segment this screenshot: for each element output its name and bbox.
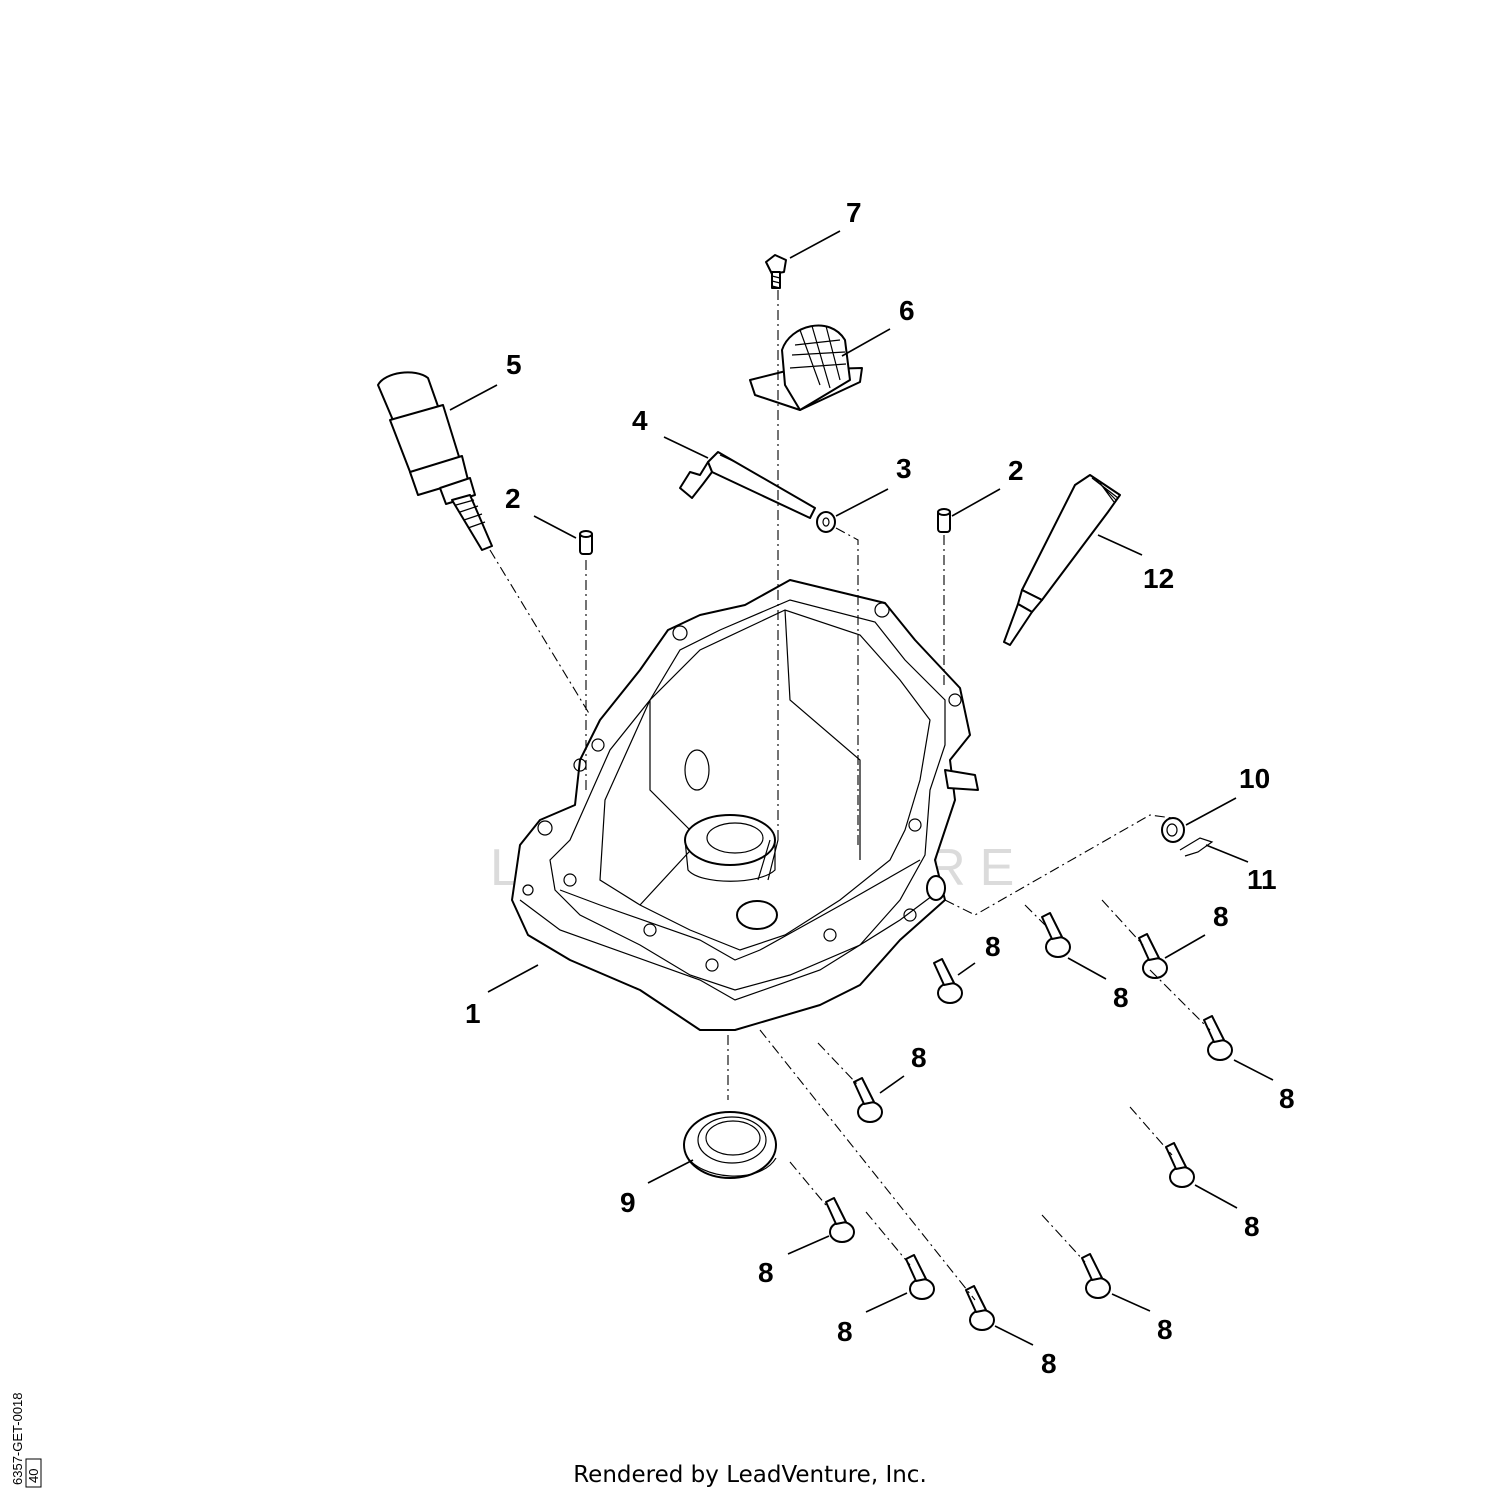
- callout-12: 12: [1143, 563, 1174, 594]
- callout-8: 8: [1279, 1083, 1295, 1114]
- part-7-screw[interactable]: [765, 254, 787, 289]
- callout-8: 8: [1041, 1348, 1057, 1379]
- callout-8: 8: [1213, 901, 1229, 932]
- callout-5: 5: [506, 349, 522, 380]
- bolt: [1041, 912, 1071, 958]
- assembly-lines: [489, 290, 1211, 1301]
- bolt: [965, 1285, 995, 1331]
- drawing-code: 6357-GET-0018: [10, 1392, 25, 1485]
- callout-2-left: 2: [505, 483, 521, 514]
- callout-8: 8: [911, 1042, 927, 1073]
- callout-8: 8: [758, 1257, 774, 1288]
- callout-9: 9: [620, 1187, 636, 1218]
- callout-2-right: 2: [1008, 455, 1024, 486]
- bolt: [1138, 933, 1168, 979]
- bolt: [1081, 1253, 1111, 1299]
- bolt: [853, 1077, 883, 1123]
- bolt: [1165, 1142, 1195, 1188]
- bolt: [933, 958, 963, 1004]
- callout-8: 8: [837, 1316, 853, 1347]
- bolt: [905, 1254, 935, 1300]
- callout-7: 7: [846, 197, 862, 228]
- part-11-clip[interactable]: [1179, 837, 1214, 857]
- leader-lines: [449, 230, 1274, 1346]
- part-6-module[interactable]: [749, 324, 863, 411]
- part-9-oil-seal[interactable]: [683, 1111, 777, 1179]
- part-10-bushing[interactable]: [1161, 817, 1185, 843]
- part-3-washer[interactable]: [816, 511, 836, 533]
- callout-8: 8: [1157, 1314, 1173, 1345]
- revision-box: 40: [25, 1458, 42, 1488]
- callout-4: 4: [632, 405, 648, 436]
- part-2-dowel-pin-right[interactable]: [937, 508, 951, 533]
- callout-8: 8: [1113, 982, 1129, 1013]
- part-1-crankcase-cover[interactable]: [511, 579, 979, 1031]
- drawing-code-text: 6357-GET-0018: [10, 1392, 25, 1485]
- part-8-bolts[interactable]: [825, 912, 1233, 1331]
- revision-text: 40: [26, 1469, 41, 1483]
- callout-1: 1: [465, 998, 481, 1029]
- callout-10: 10: [1239, 763, 1270, 794]
- bolt: [1203, 1015, 1233, 1061]
- callout-8: 8: [985, 931, 1001, 962]
- bolt: [825, 1197, 855, 1243]
- callout-8: 8: [1244, 1211, 1260, 1242]
- part-4-governor-shaft[interactable]: [679, 451, 816, 519]
- callout-6: 6: [899, 295, 915, 326]
- bolt-holes: [522, 602, 962, 972]
- callout-3: 3: [896, 453, 912, 484]
- part-5-dipstick[interactable]: [377, 371, 493, 551]
- part-12-sealant-tube[interactable]: [1003, 474, 1121, 646]
- callout-labels: 1 2 2 3 4 5 6 7 12 10 11 9 8 8 8 8 8 8 8…: [465, 197, 1295, 1379]
- part-2-dowel-pin-left[interactable]: [579, 530, 593, 555]
- callout-11: 11: [1247, 864, 1277, 895]
- footer-credit: Rendered by LeadVenture, Inc.: [573, 1462, 927, 1488]
